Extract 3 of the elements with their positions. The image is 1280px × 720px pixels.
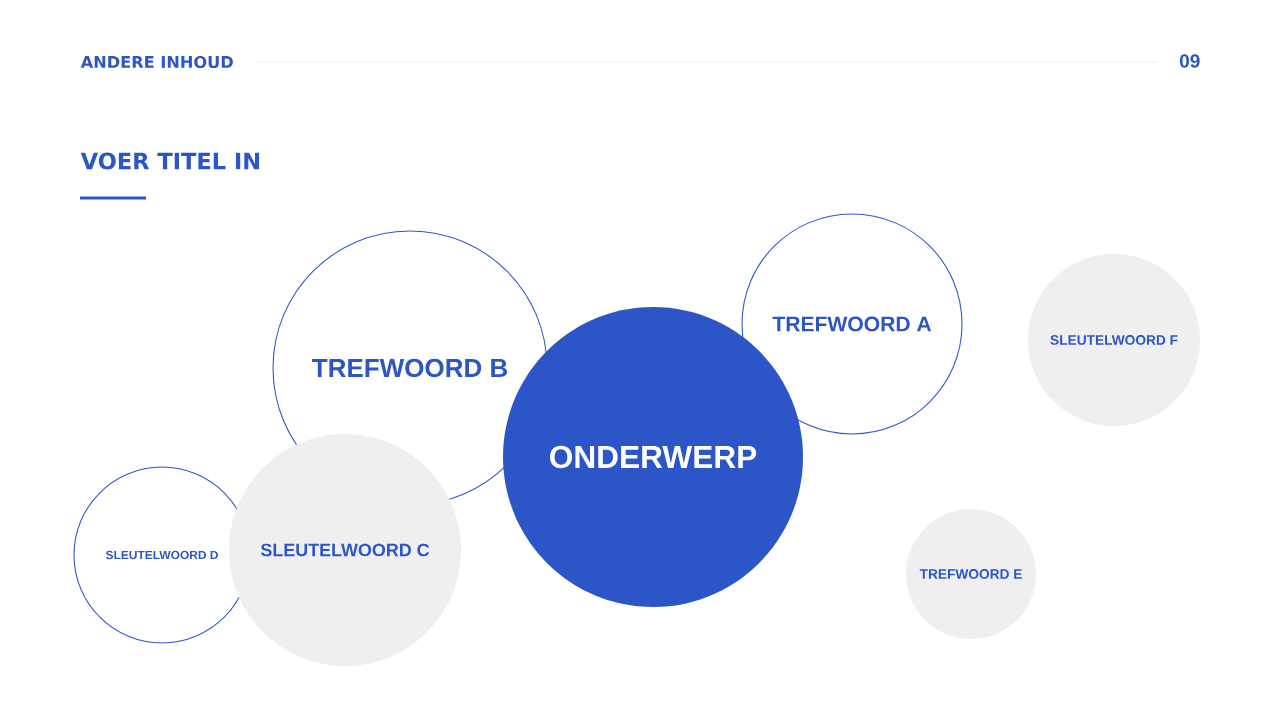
title: VOER TITEL IN	[80, 152, 260, 170]
section-label: ANDERE INHOUD	[80, 55, 233, 69]
page-number: 09	[1180, 54, 1200, 68]
